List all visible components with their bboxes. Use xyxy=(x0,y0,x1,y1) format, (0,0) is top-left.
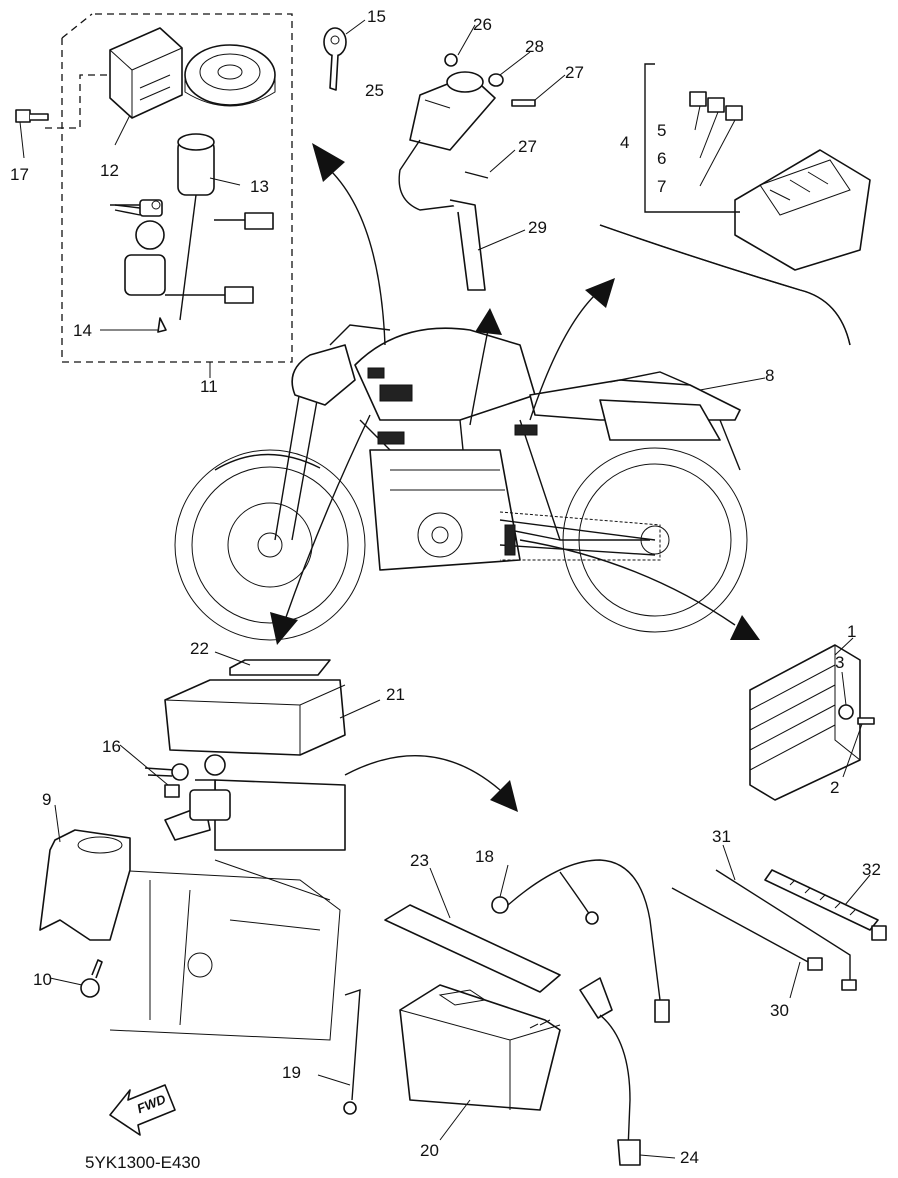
callout-13: 13 xyxy=(250,177,269,196)
callout-7: 7 xyxy=(657,177,666,196)
pointer-arrows xyxy=(270,143,760,812)
callout-19: 19 xyxy=(282,1063,301,1082)
cable-24 xyxy=(579,977,641,1166)
callout-8: 8 xyxy=(765,366,774,385)
callout-27a: 27 xyxy=(565,63,584,82)
callout-1: 1 xyxy=(847,622,856,641)
callout-11: 11 xyxy=(200,377,218,396)
callout-29: 29 xyxy=(528,218,547,237)
cable-19 xyxy=(343,989,361,1115)
callout-9: 9 xyxy=(42,790,51,809)
key-15 xyxy=(323,27,347,91)
callout-28: 28 xyxy=(525,37,544,56)
regulator xyxy=(749,644,875,801)
ignition-group-11 xyxy=(45,13,293,363)
callout-30: 30 xyxy=(770,1001,789,1020)
callout-15: 15 xyxy=(367,7,386,26)
bolt-17 xyxy=(15,109,49,123)
callout-5: 5 xyxy=(657,121,666,140)
callout-23: 23 xyxy=(410,851,429,870)
fuel-cap xyxy=(184,44,276,107)
cover-22 xyxy=(229,659,331,676)
callout-32: 32 xyxy=(862,860,881,879)
callout-17: 17 xyxy=(10,165,29,184)
callout-22: 22 xyxy=(190,639,209,658)
callout-25: 25 xyxy=(365,81,384,100)
callout-21: 21 xyxy=(386,685,405,704)
bracket-9 xyxy=(39,829,131,941)
ignition-coil xyxy=(398,53,536,291)
diagram-code: 5YK1300-E430 xyxy=(85,1153,200,1172)
band-23 xyxy=(384,904,561,993)
cable-18 xyxy=(491,859,670,1023)
callout-4: 4 xyxy=(620,133,629,152)
fwd-arrow: FWD xyxy=(109,1084,176,1136)
callout-31: 31 xyxy=(712,827,731,846)
callout-24: 24 xyxy=(680,1148,699,1167)
callout-16: 16 xyxy=(102,737,121,756)
motorcycle-illustration xyxy=(174,324,748,641)
callout-27b: 27 xyxy=(518,137,537,156)
callout-18: 18 xyxy=(475,847,494,866)
battery-box-21 xyxy=(164,679,346,756)
callout-14: 14 xyxy=(73,321,92,340)
ecu-unit xyxy=(109,27,183,119)
main-switch xyxy=(110,133,274,321)
battery-20 xyxy=(399,984,561,1111)
callout-labels: 1 2 3 4 5 6 7 8 9 10 11 12 13 14 15 16 1… xyxy=(10,7,881,1167)
callout-26: 26 xyxy=(473,15,492,34)
callout-6: 6 xyxy=(657,149,666,168)
bolt-10 xyxy=(80,959,103,998)
cable-ties xyxy=(671,869,887,991)
switch-16 xyxy=(144,754,231,821)
callout-20: 20 xyxy=(420,1141,439,1160)
callout-3: 3 xyxy=(835,653,844,672)
callout-12: 12 xyxy=(100,161,119,180)
leader-lines xyxy=(19,19,871,1159)
frame-lower-left xyxy=(109,779,346,1041)
callout-2: 2 xyxy=(830,778,839,797)
callout-10: 10 xyxy=(33,970,52,989)
fuse-box xyxy=(599,63,871,346)
